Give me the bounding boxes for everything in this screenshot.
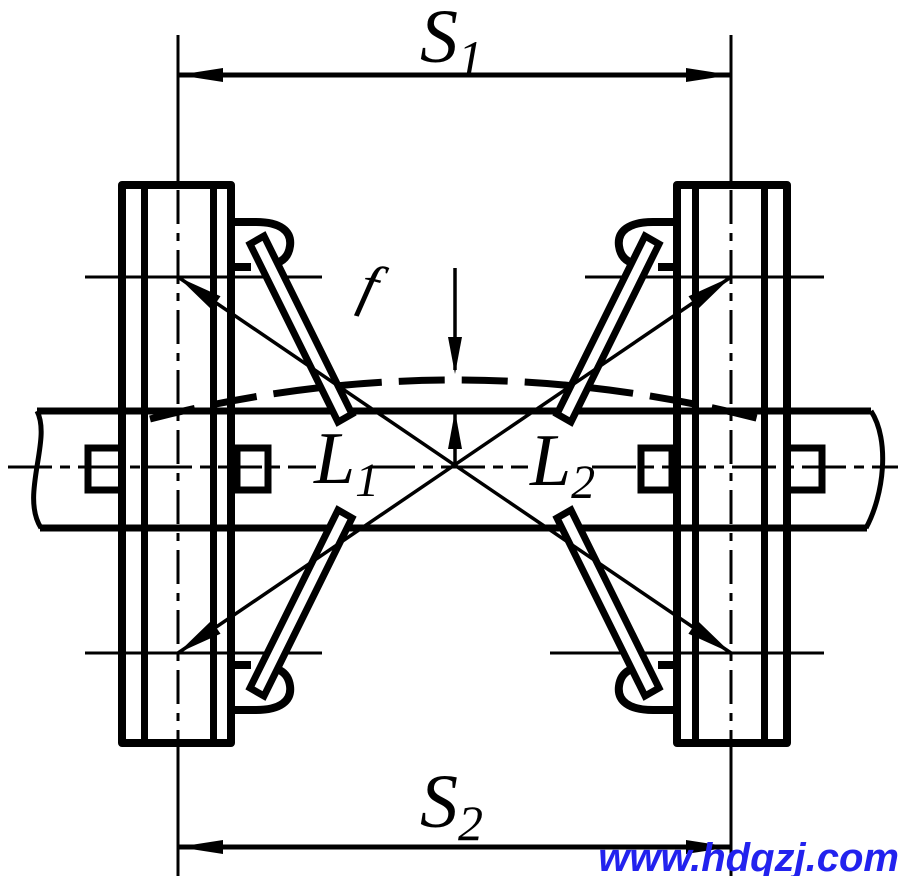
left-rail-body bbox=[118, 181, 235, 747]
label-l1: L1 bbox=[313, 418, 379, 507]
bearing-block-right-outer bbox=[783, 444, 826, 494]
label-l1-base: L bbox=[313, 418, 355, 500]
label-s1: S1 bbox=[420, 0, 483, 86]
label-l2-base: L bbox=[529, 420, 571, 502]
break-line-left bbox=[31, 409, 44, 530]
f-arrowhead-up bbox=[448, 411, 462, 449]
right-rail-body bbox=[673, 181, 791, 747]
clamp-rod-top-left bbox=[245, 231, 357, 427]
label-s2: S2 bbox=[420, 760, 483, 851]
camber-dimension-f bbox=[448, 268, 462, 466]
bearing-block-right-inner bbox=[637, 444, 676, 494]
diagonal-arrowhead-top-left bbox=[178, 277, 221, 310]
s1-dimension bbox=[178, 68, 731, 82]
break-line-right bbox=[863, 409, 886, 530]
diagonal-arrowhead-top-right bbox=[688, 277, 731, 310]
bearing-block-left-inner bbox=[233, 444, 272, 494]
s1-arrowhead-left bbox=[178, 68, 223, 82]
label-l2-sub: 2 bbox=[571, 456, 595, 509]
left-rail bbox=[118, 181, 235, 747]
label-l2: L2 bbox=[529, 420, 595, 509]
label-s2-sub: 2 bbox=[458, 795, 483, 851]
s2-arrowhead-right bbox=[686, 840, 731, 854]
extension-lines bbox=[176, 35, 733, 876]
s1-arrowhead-right bbox=[686, 68, 731, 82]
diagonal-arrowhead-bottom-right bbox=[688, 620, 731, 653]
label-l1-sub: 1 bbox=[355, 454, 379, 507]
diagonal-arrowhead-bottom-left bbox=[178, 620, 221, 653]
clamp-rod-top-right bbox=[552, 231, 664, 427]
clamp-rods bbox=[245, 231, 664, 701]
s2-dimension bbox=[178, 840, 731, 854]
watermark-text: www.hdqzj.com bbox=[598, 836, 899, 876]
clamp-hooks bbox=[231, 218, 678, 714]
label-f: f bbox=[353, 251, 392, 321]
label-s1-sub: 1 bbox=[458, 30, 483, 86]
label-s2-base: S bbox=[420, 760, 458, 844]
right-rail bbox=[673, 181, 791, 747]
clamp-rod-bottom-left bbox=[245, 505, 357, 701]
bearing-block-left-outer bbox=[84, 444, 126, 494]
s2-arrowhead-left bbox=[178, 840, 223, 854]
f-arrowhead-down bbox=[448, 337, 462, 374]
clamp-rod-bottom-right bbox=[552, 505, 664, 701]
label-s1-base: S bbox=[420, 0, 458, 79]
